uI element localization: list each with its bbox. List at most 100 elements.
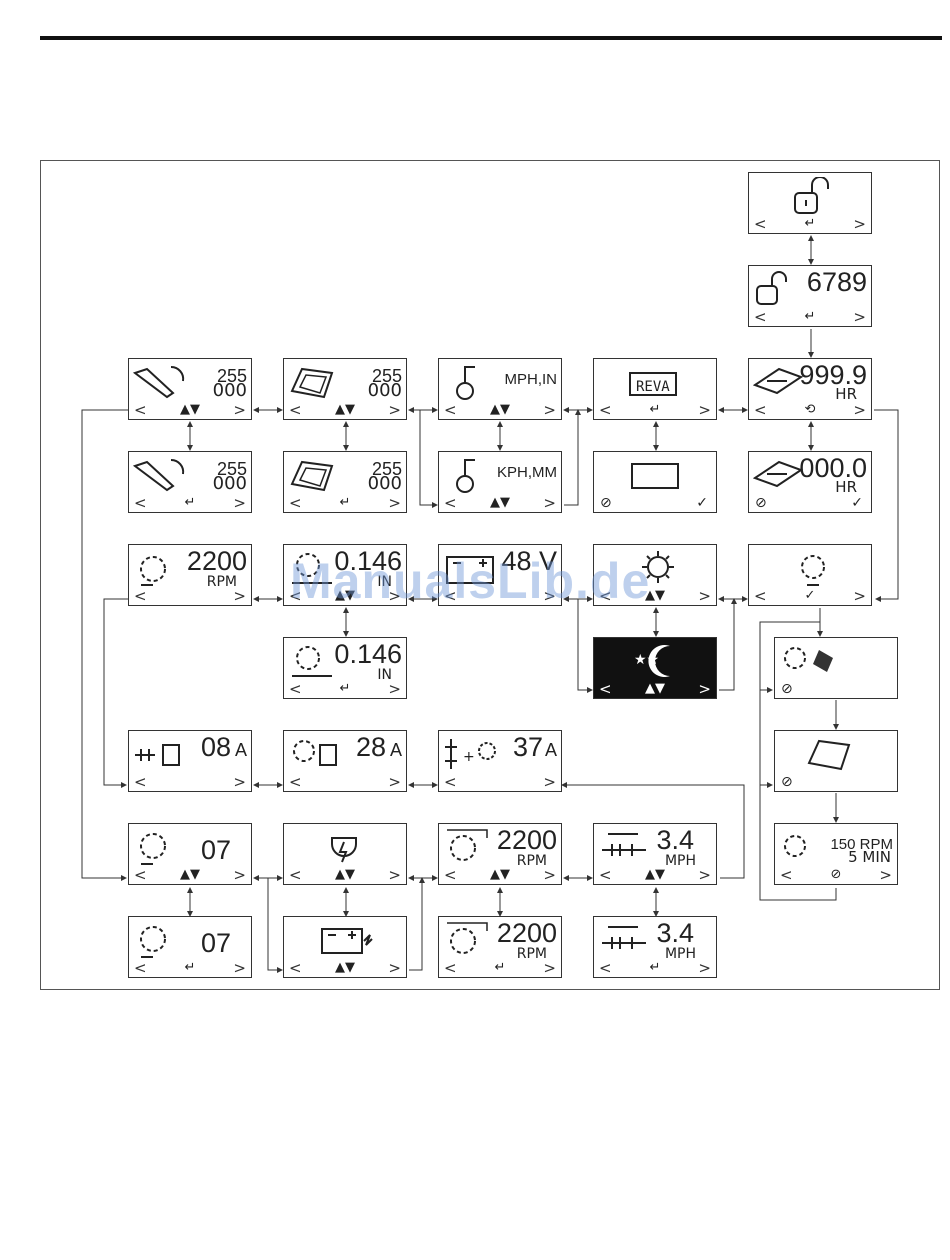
nav-right[interactable]: >: [233, 494, 246, 512]
nav-right[interactable]: >: [543, 959, 556, 977]
cancel-glyph[interactable]: ⊘: [781, 681, 793, 697]
nav-right[interactable]: >: [233, 587, 246, 605]
screen-reel-count-set[interactable]: 07 < ↵ >: [128, 916, 252, 978]
screen-reel-height[interactable]: 0.146 IN < ▲▼ >: [283, 544, 407, 606]
nav-left[interactable]: <: [134, 401, 147, 419]
nav-right[interactable]: >: [698, 680, 711, 698]
screen-rev[interactable]: REVA < ↵ >: [593, 358, 717, 420]
nav-right[interactable]: >: [853, 215, 866, 233]
screen-rev-reset[interactable]: ⊘ ✓: [593, 451, 717, 513]
screen-traction-current[interactable]: 08 A < >: [128, 730, 252, 792]
screen-backlap-step-1[interactable]: ⊘: [774, 637, 898, 699]
nav-right[interactable]: >: [698, 587, 711, 605]
nav-right[interactable]: >: [698, 401, 711, 419]
nav-right[interactable]: >: [388, 680, 401, 698]
enter-glyph[interactable]: ↵: [184, 495, 196, 510]
screen-day-mode[interactable]: < ▲▼ >: [593, 544, 717, 606]
updown-glyph[interactable]: ▲▼: [335, 588, 355, 603]
confirm-glyph[interactable]: ✓: [804, 588, 816, 603]
screen-reel-count[interactable]: 07 < ▲▼ >: [128, 823, 252, 885]
confirm-glyph[interactable]: ✓: [851, 495, 863, 511]
nav-right[interactable]: >: [388, 773, 401, 791]
nav-left[interactable]: <: [289, 680, 302, 698]
nav-left[interactable]: <: [289, 773, 302, 791]
nav-left[interactable]: <: [754, 587, 767, 605]
screen-lever[interactable]: 255 000 < ▲▼ >: [128, 358, 252, 420]
nav-left[interactable]: <: [134, 773, 147, 791]
nav-left[interactable]: <: [599, 866, 612, 884]
nav-left[interactable]: <: [134, 587, 147, 605]
nav-left[interactable]: <: [754, 308, 767, 326]
confirm-glyph[interactable]: ✓: [696, 495, 708, 511]
screen-engine[interactable]: < ▲▼ >: [283, 823, 407, 885]
nav-right[interactable]: >: [853, 401, 866, 419]
nav-left[interactable]: <: [444, 959, 457, 977]
nav-left[interactable]: <: [599, 680, 612, 698]
enter-glyph[interactable]: ↵: [494, 960, 506, 975]
nav-right[interactable]: >: [879, 866, 892, 884]
cancel-glyph[interactable]: ⊘: [781, 774, 793, 790]
screen-reel-current[interactable]: 28 A < >: [283, 730, 407, 792]
nav-right[interactable]: >: [233, 773, 246, 791]
enter-glyph[interactable]: ↵: [804, 309, 816, 324]
updown-glyph[interactable]: ▲▼: [490, 402, 510, 417]
updown-glyph[interactable]: ▲▼: [335, 867, 355, 882]
updown-glyph[interactable]: ▲▼: [645, 867, 665, 882]
nav-right[interactable]: >: [543, 494, 556, 512]
screen-ground-speed-set[interactable]: 3.4 MPH < ↵ >: [593, 916, 717, 978]
updown-glyph[interactable]: ▲▼: [490, 867, 510, 882]
screen-unlock[interactable]: < ↵ >: [748, 172, 872, 234]
screen-seat[interactable]: 255 000 < ▲▼ >: [283, 358, 407, 420]
cancel-glyph[interactable]: ⊘: [830, 867, 842, 882]
nav-left[interactable]: <: [134, 866, 147, 884]
nav-left[interactable]: <: [780, 866, 793, 884]
enter-glyph[interactable]: ↵: [339, 681, 351, 696]
enter-glyph[interactable]: ↵: [804, 216, 816, 231]
screen-units-metric[interactable]: KPH,MM < ▲▼ >: [438, 451, 562, 513]
screen-hours[interactable]: 999.9 HR < ⟲ >: [748, 358, 872, 420]
screen-units-imperial[interactable]: MPH,IN < ▲▼ >: [438, 358, 562, 420]
updown-glyph[interactable]: ▲▼: [335, 402, 355, 417]
loop-glyph[interactable]: ⟲: [804, 402, 816, 417]
nav-left[interactable]: <: [134, 959, 147, 977]
nav-right[interactable]: >: [388, 494, 401, 512]
nav-left[interactable]: <: [754, 401, 767, 419]
nav-left[interactable]: <: [444, 494, 457, 512]
nav-left[interactable]: <: [599, 587, 612, 605]
enter-glyph[interactable]: ↵: [339, 495, 351, 510]
nav-left[interactable]: <: [444, 773, 457, 791]
nav-right[interactable]: >: [698, 866, 711, 884]
nav-right[interactable]: >: [233, 959, 246, 977]
nav-left[interactable]: <: [289, 866, 302, 884]
nav-right[interactable]: >: [698, 959, 711, 977]
enter-glyph[interactable]: ↵: [649, 402, 661, 417]
nav-left[interactable]: <: [444, 587, 457, 605]
screen-backlap[interactable]: < ✓ >: [748, 544, 872, 606]
updown-glyph[interactable]: ▲▼: [490, 495, 510, 510]
nav-left[interactable]: <: [289, 401, 302, 419]
updown-glyph[interactable]: ▲▼: [645, 588, 665, 603]
screen-lever-set[interactable]: 255 000 < ↵ >: [128, 451, 252, 513]
screen-backlap-step-2[interactable]: ⊘: [774, 730, 898, 792]
screen-reel-speed[interactable]: 2200 RPM < ▲▼ >: [438, 823, 562, 885]
nav-right[interactable]: >: [388, 587, 401, 605]
nav-left[interactable]: <: [599, 959, 612, 977]
nav-left[interactable]: <: [289, 494, 302, 512]
nav-left[interactable]: <: [289, 959, 302, 977]
updown-glyph[interactable]: ▲▼: [180, 402, 200, 417]
nav-right[interactable]: >: [233, 401, 246, 419]
screen-seat-set[interactable]: 255 000 < ↵ >: [283, 451, 407, 513]
screen-backlap-step-3[interactable]: 150 RPM 5 MIN < ⊘ >: [774, 823, 898, 885]
nav-right[interactable]: >: [543, 866, 556, 884]
nav-left[interactable]: <: [444, 401, 457, 419]
screen-reel-speed-set[interactable]: 2200 RPM < ↵ >: [438, 916, 562, 978]
cancel-glyph[interactable]: ⊘: [755, 495, 767, 511]
nav-left[interactable]: <: [134, 494, 147, 512]
screen-voltage[interactable]: 48 V < >: [438, 544, 562, 606]
screen-night-mode[interactable]: ★★ < ▲▼ >: [593, 637, 717, 699]
nav-left[interactable]: <: [444, 866, 457, 884]
nav-right[interactable]: >: [388, 401, 401, 419]
enter-glyph[interactable]: ↵: [184, 960, 196, 975]
screen-hours-reset[interactable]: 000.0 HR ⊘ ✓: [748, 451, 872, 513]
screen-code[interactable]: 6789 < ↵ >: [748, 265, 872, 327]
